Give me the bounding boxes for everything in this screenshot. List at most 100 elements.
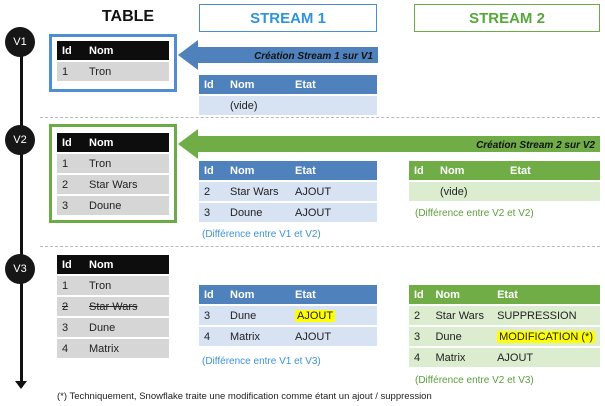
section-divider-v2-v3 (40, 246, 600, 247)
v2-stream2-note: (Différence entre V2 et V2) (415, 208, 534, 219)
cell-nom-deleted: Star Wars (84, 297, 169, 316)
cell-id: 3 (409, 327, 431, 346)
cell-etat: AJOUT (290, 306, 377, 325)
table-row: 2 Star Wars (57, 175, 169, 194)
table-header-row: Id Nom Etat (409, 161, 600, 180)
cell-id: 2 (409, 306, 431, 325)
v3-stream2-table: Id Nom Etat 2 Star Wars SUPPRESSION 3 Du… (409, 283, 600, 369)
v3-stream2-note: (Différence entre V2 et V3) (415, 375, 534, 386)
highlighted-etat: MODIFICATION (*) (497, 330, 595, 343)
cell-etat: AJOUT (290, 203, 377, 222)
cell-etat: AJOUT (492, 348, 600, 367)
table-row: 1 Tron (57, 62, 169, 81)
table-column-header: TABLE (101, 8, 155, 25)
cell-id: 2 (199, 182, 225, 201)
cell-id: 4 (409, 348, 431, 367)
col-id: Id (199, 75, 225, 94)
v2-stream1-note: (Différence entre V1 et V2) (202, 229, 321, 240)
col-etat: Etat (505, 161, 600, 180)
timeline-arrow-head (15, 381, 27, 389)
cell-nom: (vide) (435, 182, 505, 201)
v2-table: Id Nom 1 Tron 2 Star Wars 3 Doune (57, 131, 169, 217)
col-id: Id (57, 255, 84, 274)
table-row: 4 Matrix AJOUT (409, 348, 600, 367)
cell-nom: Matrix (84, 339, 169, 358)
cell-nom: Dune (84, 318, 169, 337)
cell-id (199, 96, 225, 115)
table-header-row: Id Nom (57, 41, 169, 60)
table-header-row: Id Nom (57, 255, 169, 274)
table-header-row: Id Nom Etat (199, 75, 377, 94)
version-marker-v3: V3 (5, 254, 35, 284)
table-row: 3 Dune MODIFICATION (*) (409, 327, 600, 346)
arrow-label-stream1: Création Stream 1 sur V1 (254, 51, 373, 62)
v2-table-highlight-frame (49, 124, 177, 223)
cell-id: 1 (57, 62, 84, 81)
col-nom: Nom (435, 161, 505, 180)
v1-stream1-table: Id Nom Etat (vide) (199, 73, 377, 117)
col-etat: Etat (492, 285, 600, 304)
cell-id: 1 (57, 276, 84, 295)
timeline-axis (20, 32, 23, 387)
table-row: 2 Star Wars AJOUT (199, 182, 377, 201)
cell-nom: Tron (84, 276, 169, 295)
table-row: 3 Doune (57, 196, 169, 215)
highlighted-etat: AJOUT (295, 309, 336, 322)
footnote: (*) Techniquement, Snowflake traite une … (57, 391, 432, 402)
col-nom: Nom (84, 41, 169, 60)
section-divider-v1-v2 (40, 117, 600, 118)
col-nom: Nom (225, 75, 290, 94)
version-marker-v1: V1 (5, 27, 35, 57)
cell-nom: Dune (225, 306, 290, 325)
cell-id: 3 (199, 203, 225, 222)
version-marker-v2: V2 (5, 125, 35, 155)
cell-etat: AJOUT (290, 182, 377, 201)
col-nom: Nom (84, 255, 169, 274)
cell-nom: Star Wars (84, 175, 169, 194)
cell-nom: (vide) (225, 96, 290, 115)
table-row: 2 Star Wars SUPPRESSION (409, 306, 600, 325)
table-row: 3 Doune AJOUT (199, 203, 377, 222)
table-header-row: Id Nom Etat (199, 285, 377, 304)
table-row: 3 Dune AJOUT (199, 306, 377, 325)
table-row: (vide) (199, 96, 377, 115)
cell-nom: Matrix (430, 348, 493, 367)
cell-nom: Doune (84, 196, 169, 215)
cell-etat: MODIFICATION (*) (492, 327, 600, 346)
cell-nom: Tron (84, 154, 169, 173)
table-header-row: Id Nom (57, 133, 169, 152)
table-row: 1 Tron (57, 276, 169, 295)
arrow-create-stream1: Création Stream 1 sur V1 (178, 40, 378, 70)
cell-nom: Dune (430, 327, 493, 346)
table-header-row: Id Nom Etat (199, 161, 377, 180)
col-id: Id (57, 41, 84, 60)
cell-id: 1 (57, 154, 84, 173)
table-row: (vide) (409, 182, 600, 201)
cell-id: 3 (57, 318, 84, 337)
cell-id: 2 (57, 175, 84, 194)
v2-stream1-table: Id Nom Etat 2 Star Wars AJOUT 3 Doune AJ… (199, 159, 377, 224)
cell-id: 4 (199, 327, 225, 346)
cell-id-deleted: 2 (57, 297, 84, 316)
col-id: Id (199, 285, 225, 304)
col-id: Id (409, 161, 435, 180)
col-id: Id (199, 161, 225, 180)
table-row: 2 Star Wars (57, 297, 169, 316)
col-nom: Nom (430, 285, 493, 304)
cell-nom: Star Wars (225, 182, 290, 201)
v1-table: Id Nom 1 Tron (57, 39, 169, 83)
cell-nom: Tron (84, 62, 169, 81)
v1-table-highlight-frame (49, 34, 177, 92)
table-row: 3 Dune (57, 318, 169, 337)
col-id: Id (409, 285, 431, 304)
table-row: 1 Tron (57, 154, 169, 173)
arrow-shape-stream2 (178, 129, 600, 159)
cell-id: 3 (57, 196, 84, 215)
cell-nom: Matrix (225, 327, 290, 346)
col-nom: Nom (225, 161, 290, 180)
cell-etat (290, 96, 377, 115)
col-etat: Etat (290, 75, 377, 94)
arrow-create-stream2: Création Stream 2 sur V2 (178, 129, 600, 159)
cell-id: 4 (57, 339, 84, 358)
stream1-column-header: STREAM 1 (199, 4, 377, 32)
